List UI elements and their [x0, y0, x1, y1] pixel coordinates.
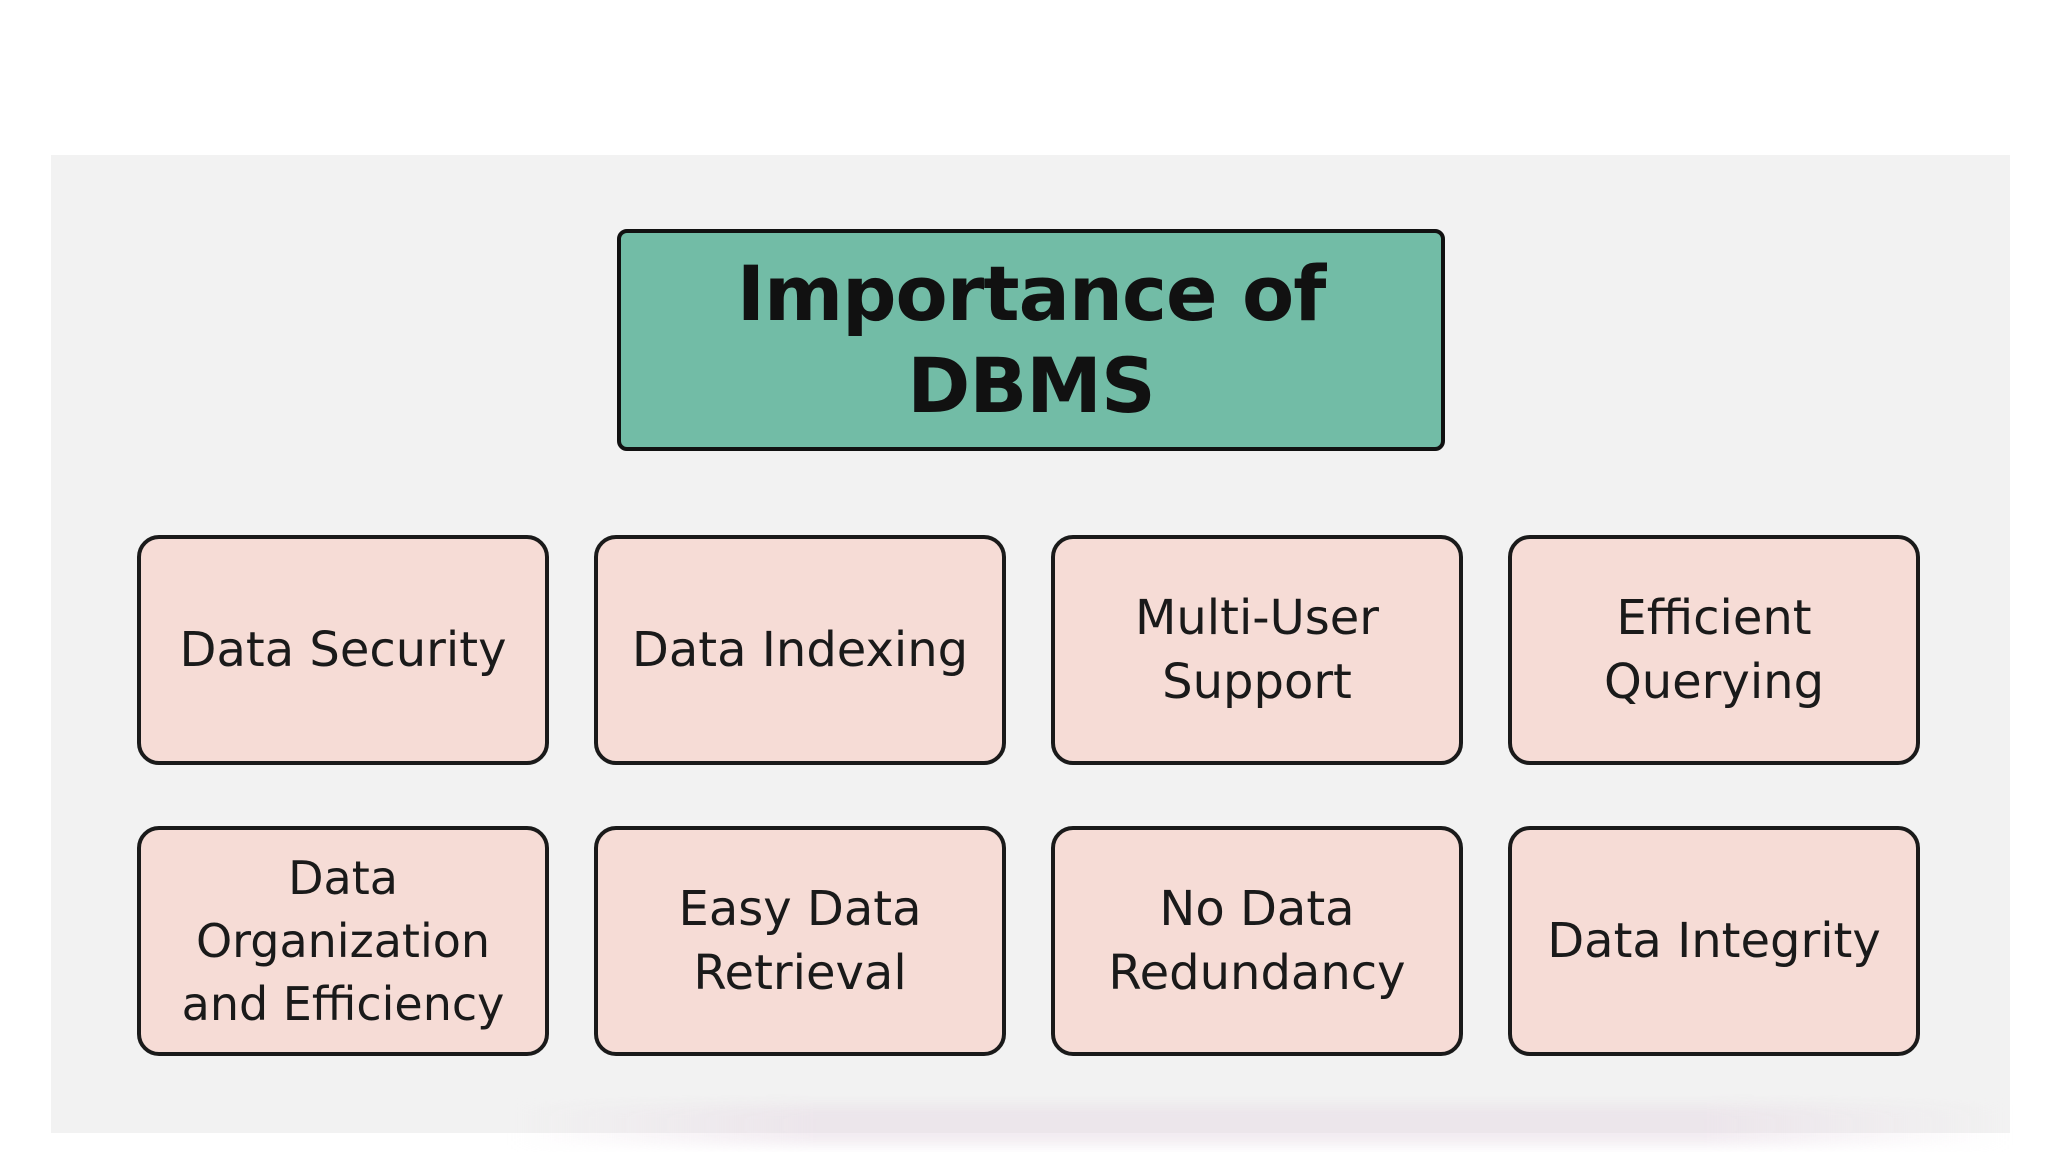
card-label: No Data Redundancy	[1108, 881, 1406, 1001]
card-efficient-querying: Efficient Querying	[1508, 535, 1920, 765]
card-data-indexing: Data Indexing	[594, 535, 1006, 765]
card-data-security: Data Security	[137, 535, 549, 765]
card-label: Efficient Querying	[1603, 590, 1825, 710]
faded-caption-artifact	[510, 1105, 2010, 1145]
card-no-data-redundancy: No Data Redundancy	[1051, 826, 1463, 1056]
card-label: Easy Data Retrieval	[678, 881, 922, 1001]
card-easy-data-retrieval: Easy Data Retrieval	[594, 826, 1006, 1056]
card-multi-user-support: Multi-User Support	[1051, 535, 1463, 765]
card-data-integrity: Data Integrity	[1508, 826, 1920, 1056]
diagram-title: Importance of DBMS	[736, 249, 1327, 430]
card-label: Multi-User Support	[1134, 590, 1380, 710]
card-data-organization-and-efficiency: Data Organization and Efficiency	[137, 826, 549, 1056]
title-box: Importance of DBMS	[617, 229, 1445, 451]
card-label: Data Security	[179, 622, 507, 678]
card-label: Data Indexing	[631, 622, 969, 678]
card-label: Data Organization and Efficiency	[181, 850, 505, 1031]
card-label: Data Integrity	[1547, 913, 1881, 969]
